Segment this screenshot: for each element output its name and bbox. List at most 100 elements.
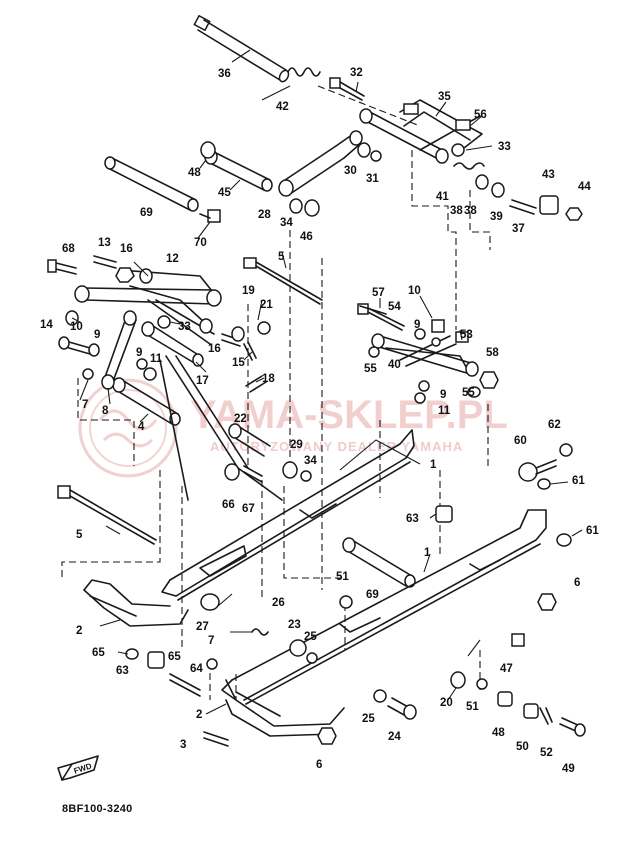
callout-label: 56 (474, 109, 487, 121)
callout-label: 57 (372, 287, 385, 299)
callout-label: 61 (572, 475, 585, 487)
callout-label: 54 (388, 301, 401, 313)
fwd-arrow-icon: FWD (57, 755, 99, 781)
callout-label: 28 (258, 209, 271, 221)
callout-label: 17 (196, 375, 209, 387)
callout-label: 2 (196, 709, 202, 721)
part-46-collar (304, 199, 320, 217)
callout-label: 35 (438, 91, 451, 103)
callout-label: 69 (366, 589, 379, 601)
callout-label: 65 (92, 647, 105, 659)
part-44-nut (565, 207, 583, 221)
callout-label: 13 (98, 237, 111, 249)
part-34-collar (289, 198, 303, 214)
callout-label: 50 (516, 741, 529, 753)
callout-label: 41 (436, 191, 449, 203)
callout-label: 69 (140, 207, 153, 219)
callout-label: 10 (70, 321, 83, 333)
callout-label: 14 (40, 319, 53, 331)
callout-label: 5 (278, 251, 285, 263)
callout-label: 46 (300, 231, 313, 243)
callout-label: 63 (406, 513, 419, 525)
callout-label: 29 (290, 439, 303, 451)
part-5-long-bolt-upper (243, 257, 323, 305)
callout-label: 39 (490, 211, 503, 223)
part-37-bolt (509, 199, 537, 215)
callout-label: 25 (304, 631, 317, 643)
part-35-rear-arm (359, 99, 483, 164)
callout-label: 27 (196, 621, 209, 633)
callout-label: 10 (408, 285, 421, 297)
callout-label: 53 (460, 329, 473, 341)
small-parts (47, 141, 586, 747)
part-31-washer (370, 150, 382, 162)
callout-label: 20 (440, 697, 453, 709)
part-1-slide-rail-left (161, 429, 415, 601)
callout-label: 5 (76, 529, 83, 541)
callout-label: 1 (430, 459, 437, 471)
callout-label: 7 (82, 399, 88, 411)
part-36-shaft (193, 14, 290, 83)
watermark-logo-icon (78, 378, 178, 478)
callout-label: 55 (364, 363, 377, 375)
part-70-bolt (207, 209, 221, 223)
callout-label: 9 (94, 329, 100, 341)
callout-label: 45 (218, 187, 231, 199)
part-69-shaft-upper (104, 156, 199, 212)
callout-label: 6 (316, 759, 322, 771)
part-17-rod (141, 321, 204, 367)
callout-labels: 38 42 32 35 56 33 36 48 45 30 31 41 38 3… (40, 67, 599, 775)
callout-label: 34 (280, 217, 293, 229)
diagram-code: 8BF100-3240 (62, 803, 133, 815)
callout-label: 55 (462, 387, 475, 399)
callout-label: 32 (350, 67, 363, 79)
part-43-stopper (539, 195, 559, 215)
callout-label: 62 (548, 419, 561, 431)
part-22-shaft (228, 423, 271, 457)
part-38-collar-right (475, 174, 489, 190)
part-2-slide-runner-right (225, 679, 345, 737)
callout-label: 47 (500, 663, 513, 675)
callout-label: 38 (450, 205, 463, 217)
callout-label: 52 (540, 747, 553, 759)
callout-label: 6 (574, 577, 580, 589)
callout-label: 31 (366, 173, 379, 185)
callout-label: 3 (180, 739, 186, 751)
callout-label: 16 (208, 343, 221, 355)
part-39-collar (491, 182, 505, 198)
callout-label: 38 (464, 205, 477, 217)
callout-label: 11 (150, 353, 163, 365)
part-40-rear-link (371, 331, 479, 377)
assembly-lines (61, 85, 491, 700)
callout-label: 26 (272, 597, 285, 609)
part-41-spring (453, 162, 485, 170)
part-48-collar-top (200, 141, 216, 159)
part-42-spring (261, 67, 321, 101)
callout-label: 49 (562, 763, 575, 775)
watermark-sub: AUTORYZOWANY DEALER YAMAHA (210, 439, 463, 454)
callout-label: 23 (288, 619, 301, 631)
callout-label: 22 (234, 413, 247, 425)
leader-lines (71, 49, 583, 715)
callout-label: 16 (120, 243, 133, 255)
part-2-slide-runner-left (83, 579, 189, 627)
part-1-slide-rail-right (221, 509, 547, 705)
callout-label: 30 (344, 165, 357, 177)
callout-label: 65 (168, 651, 181, 663)
part-8-link-arm (101, 310, 137, 390)
callout-label: 19 (242, 285, 255, 297)
callout-label: 44 (578, 181, 591, 193)
callout-label: 64 (190, 663, 203, 675)
callout-label: 1 (424, 547, 431, 559)
part-4-shaft (112, 377, 181, 426)
part-69-shaft-lower (342, 537, 416, 588)
callout-label: 33 (498, 141, 511, 153)
part-33-washer-top (451, 143, 465, 157)
part-12-front-arm (74, 268, 222, 345)
callout-label: 66 (222, 499, 235, 511)
callout-label: 15 (232, 357, 245, 369)
callout-label: 63 (116, 665, 129, 677)
callout-label: 12 (166, 253, 179, 265)
callout-label: 21 (260, 299, 273, 311)
